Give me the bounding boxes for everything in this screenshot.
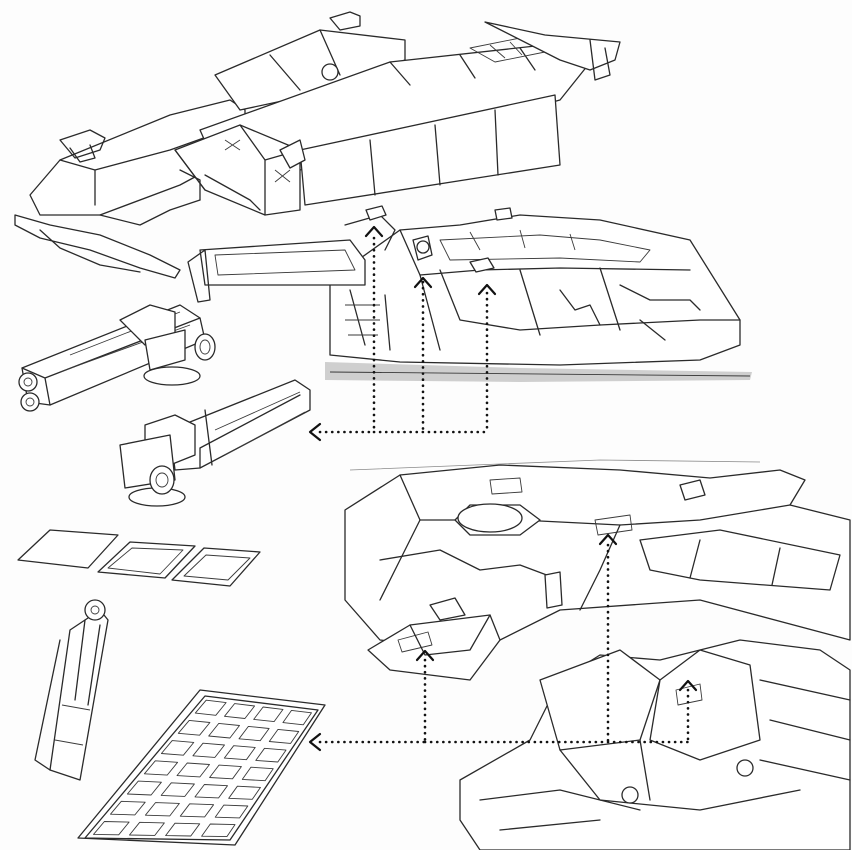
- grille-cell: [223, 745, 256, 761]
- arrow-up-icon: [364, 225, 384, 238]
- decal-sheets: [17, 529, 261, 587]
- base-vehicle-top-view: [344, 459, 851, 850]
- arrow-left-icon: [308, 732, 322, 752]
- arrow-up-icon: [413, 276, 433, 289]
- grille-cell: [93, 821, 130, 836]
- support-strut: [34, 599, 109, 781]
- grille-cell: [209, 764, 242, 780]
- twin-barrel-cannon: [18, 304, 216, 412]
- grille-cell: [160, 782, 195, 797]
- grille-cell: [144, 802, 180, 817]
- grille-cell: [241, 766, 274, 782]
- arrow-left-icon: [308, 422, 322, 442]
- grille-cell: [268, 728, 300, 744]
- arrow-up-icon: [477, 283, 497, 296]
- grille-cell: [214, 804, 249, 819]
- grille-cell: [224, 703, 256, 719]
- grille-cell: [160, 740, 195, 756]
- grille-cell: [255, 747, 287, 763]
- grille-cell: [179, 803, 215, 818]
- arrow-up-icon: [598, 533, 618, 546]
- grille-cell: [129, 821, 165, 836]
- grille-cell: [194, 699, 227, 716]
- grille-cell: [143, 760, 179, 776]
- grille-cell: [228, 785, 261, 800]
- leader-lines-lower: [318, 543, 690, 744]
- grille-cell: [208, 722, 240, 739]
- mesh-grille-panel: [77, 689, 326, 846]
- grille-cell: [192, 742, 225, 758]
- single-cannon: [119, 379, 311, 507]
- grille-cell: [201, 823, 236, 838]
- grille-cell: [194, 784, 228, 799]
- grille-cell: [126, 780, 162, 796]
- grille-cell: [176, 762, 210, 778]
- arrow-up-icon: [415, 649, 435, 662]
- weapon-container-assembly: [14, 11, 621, 279]
- arrow-up-icon: [678, 679, 698, 692]
- grille-cell: [110, 800, 146, 816]
- grille-cell: [238, 725, 270, 742]
- leader-lines-upper: [318, 236, 489, 434]
- grille-cell: [177, 719, 211, 736]
- grille-cell: [282, 709, 312, 726]
- grille-cell: [253, 706, 284, 723]
- grille-cell: [165, 822, 201, 837]
- base-vehicle-side-view: [187, 205, 752, 382]
